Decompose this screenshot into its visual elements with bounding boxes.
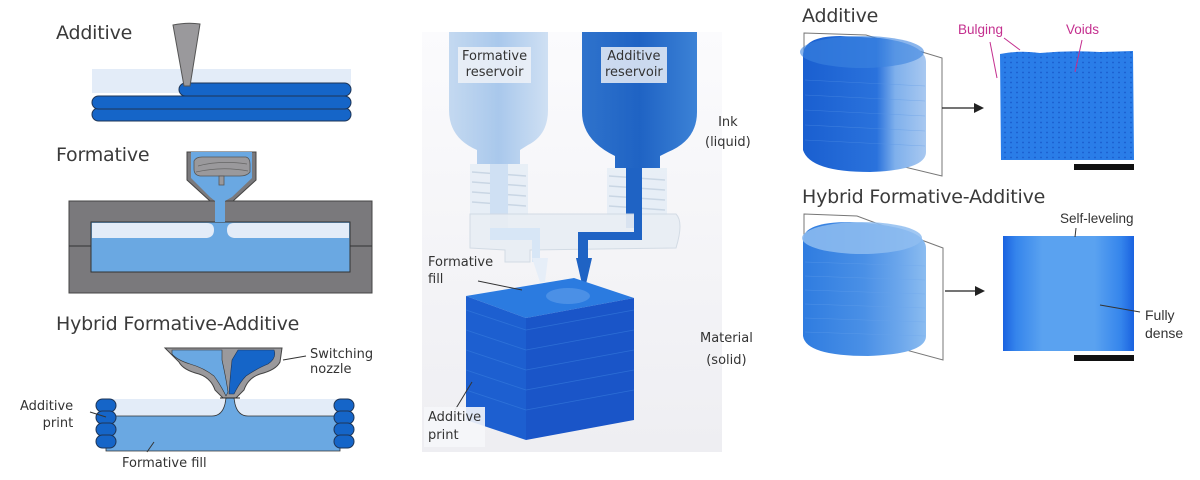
hybrid-heading: Hybrid Formative-Additive (56, 313, 300, 335)
additive-reservoir-label: Additive reservoir (601, 47, 667, 83)
additive-print-label: Additive print (20, 399, 74, 431)
bulging-annotation: Bulging (958, 22, 1004, 37)
formative-reservoir-label: Formative reservoir (458, 47, 532, 83)
fully-dense-annotation: Fully dense (1145, 307, 1184, 341)
additive-diagram (91, 22, 352, 122)
switching-nozzle-label: Switching nozzle (310, 347, 374, 377)
ink-liquid-label: Ink (liquid) (705, 115, 751, 150)
voids-annotation: Voids (1066, 22, 1100, 37)
formative-heading: Formative (56, 144, 150, 166)
self-leveling-annotation: Self-leveling (1060, 211, 1134, 226)
scale-bar-additive (1074, 164, 1134, 170)
right-hybrid-heading: Hybrid Formative-Additive (802, 186, 1046, 208)
formative-fill-label: Formative fill (122, 456, 207, 471)
additive-print-photo-label: Additive print (424, 407, 486, 447)
material-solid-label: Material (solid) (700, 331, 753, 368)
formative-fill-photo-label: Formative fill (428, 255, 494, 287)
hybrid-diagram (89, 347, 355, 453)
additive-heading: Additive (56, 22, 133, 44)
scale-bar-hybrid (1074, 355, 1134, 361)
right-additive-heading: Additive (802, 5, 879, 27)
formative-diagram (68, 151, 373, 294)
